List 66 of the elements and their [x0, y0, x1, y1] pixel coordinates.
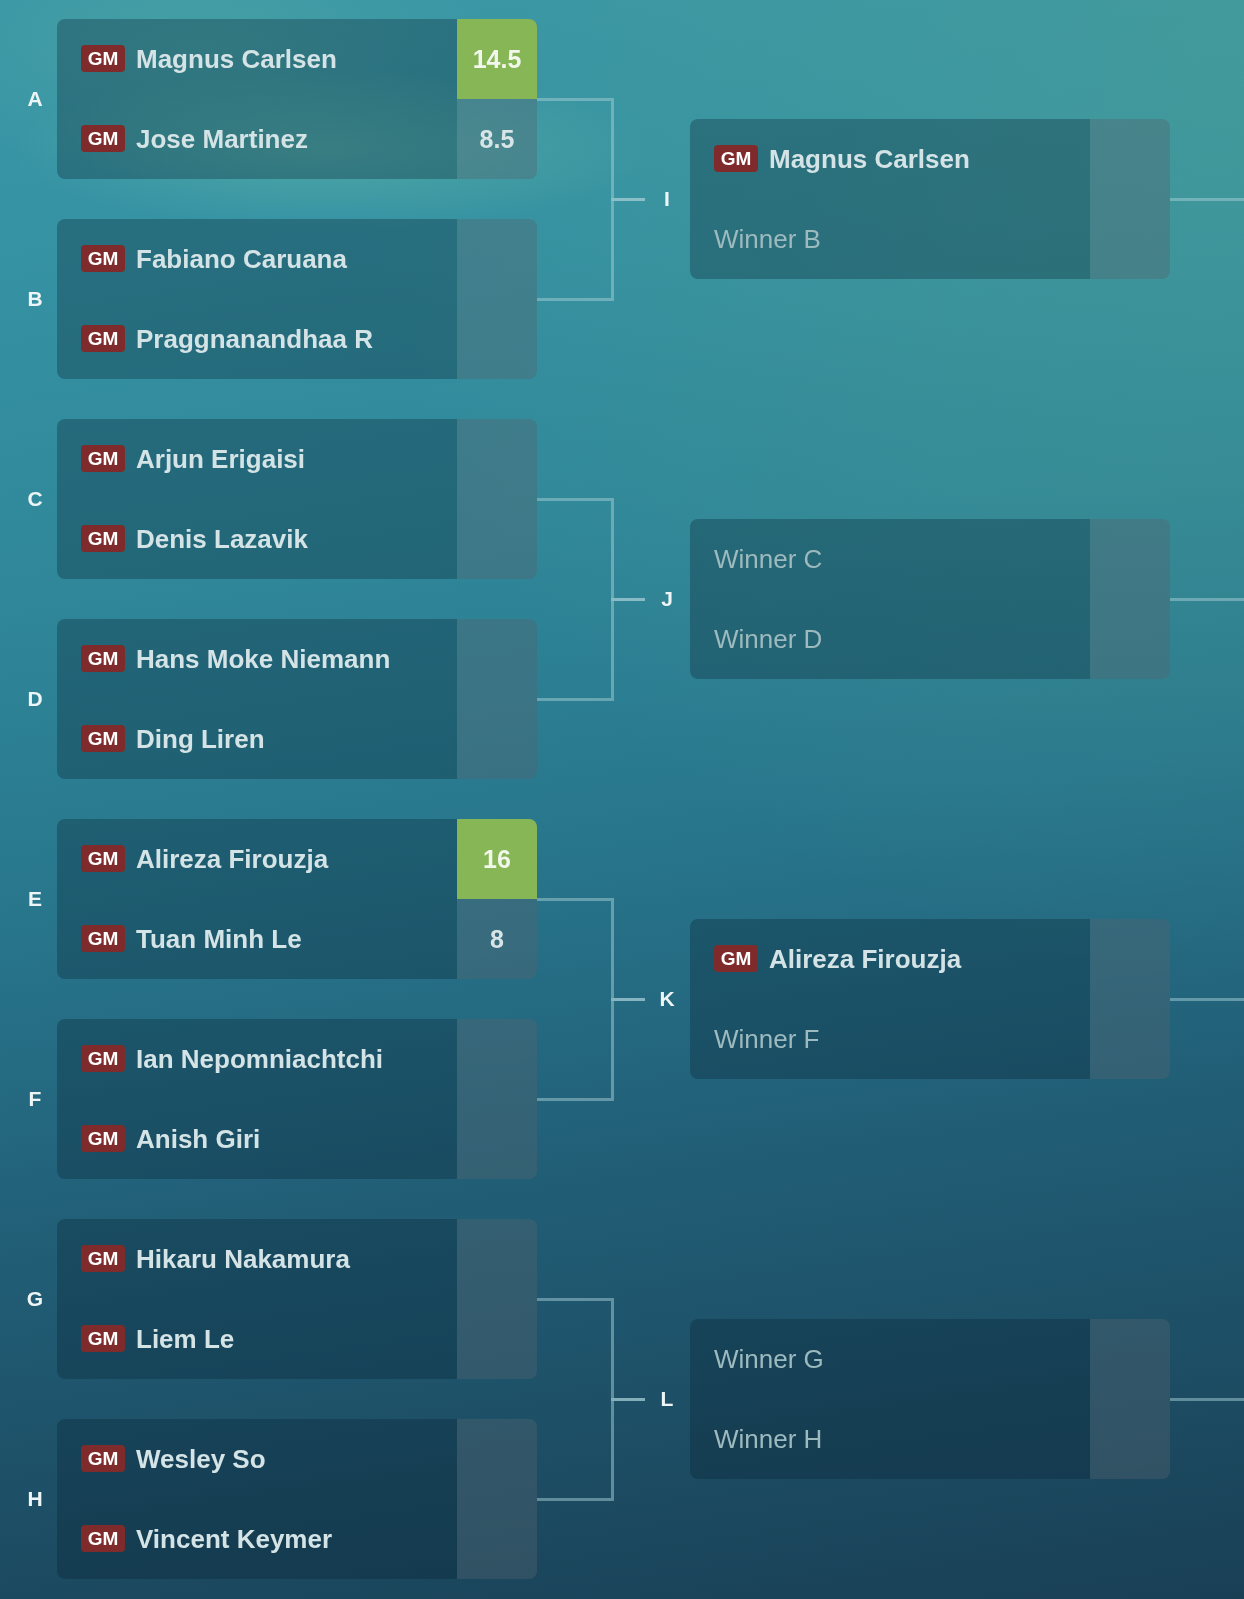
title-badge: GM: [81, 125, 125, 152]
title-badge: GM: [81, 525, 125, 552]
title-badge: GM: [81, 645, 125, 672]
player-name: Hikaru Nakamura: [136, 1244, 350, 1274]
title-badge: GM: [81, 445, 125, 472]
player-name: Praggnanandhaa R: [136, 324, 373, 354]
player-name: Magnus Carlsen: [769, 144, 970, 174]
bracket-line: [537, 198, 645, 301]
player-name: Jose Martinez: [136, 124, 308, 154]
title-badge: GM: [81, 1125, 125, 1152]
bracket-line: [537, 598, 645, 701]
title-badge: GM: [81, 925, 125, 952]
bracket-line: [537, 1398, 645, 1501]
player-name: Fabiano Caruana: [136, 244, 347, 274]
title-badge: GM: [81, 845, 125, 872]
player-name: Alireza Firouzja: [136, 844, 329, 874]
title-badge: GM: [81, 1045, 125, 1072]
title-badge: GM: [81, 725, 125, 752]
pending-player-name: Winner H: [714, 1424, 823, 1454]
match-label: H: [27, 1487, 43, 1511]
winning-score-cell: 16: [457, 819, 537, 899]
score-value: 8: [490, 924, 504, 954]
player-name: Vincent Keymer: [136, 1524, 333, 1554]
match-label: C: [27, 487, 43, 511]
match-label: L: [660, 1387, 674, 1411]
bracket-line: [1170, 598, 1244, 601]
match-label: B: [27, 287, 43, 311]
title-badge: GM: [714, 145, 758, 172]
match-label: J: [661, 587, 673, 611]
title-badge: GM: [81, 325, 125, 352]
match-label: K: [659, 987, 675, 1011]
bracket-line: [1170, 1398, 1244, 1401]
player-name: Anish Giri: [136, 1124, 261, 1154]
pending-player-name: Winner F: [714, 1024, 820, 1054]
match-label: A: [27, 87, 43, 111]
bracket-line: [1170, 998, 1244, 1001]
player-name: Denis Lazavik: [136, 524, 308, 554]
pending-player-name: Winner D: [714, 624, 823, 654]
player-name: Liem Le: [136, 1324, 235, 1354]
player-name: Ding Liren: [136, 724, 265, 754]
player-name: Magnus Carlsen: [136, 44, 337, 74]
player-name: Tuan Minh Le: [136, 924, 302, 954]
player-name: Alireza Firouzja: [769, 944, 962, 974]
pending-player-name: Winner G: [714, 1344, 824, 1374]
title-badge: GM: [81, 1245, 125, 1272]
bracket-line: [1170, 198, 1244, 201]
title-badge: GM: [81, 245, 125, 272]
bracket-line: [537, 998, 645, 1101]
winning-score-cell: 14.5: [457, 19, 537, 99]
title-badge: GM: [81, 1325, 125, 1352]
player-name: Ian Nepomniachtchi: [136, 1044, 384, 1074]
title-badge: GM: [81, 1445, 125, 1472]
match-label: F: [28, 1087, 42, 1111]
player-name: Wesley So: [136, 1444, 266, 1474]
player-name: Hans Moke Niemann: [136, 644, 391, 674]
match-label: I: [664, 187, 670, 211]
player-name: Arjun Erigaisi: [136, 444, 306, 474]
match-label: G: [26, 1287, 44, 1311]
title-badge: GM: [81, 45, 125, 72]
match-label: D: [27, 687, 43, 711]
match-label: E: [28, 887, 42, 911]
pending-player-name: Winner C: [714, 544, 823, 574]
title-badge: GM: [714, 945, 758, 972]
score-value: 8.5: [479, 124, 515, 154]
title-badge: GM: [81, 1525, 125, 1552]
pending-player-name: Winner B: [714, 224, 821, 254]
